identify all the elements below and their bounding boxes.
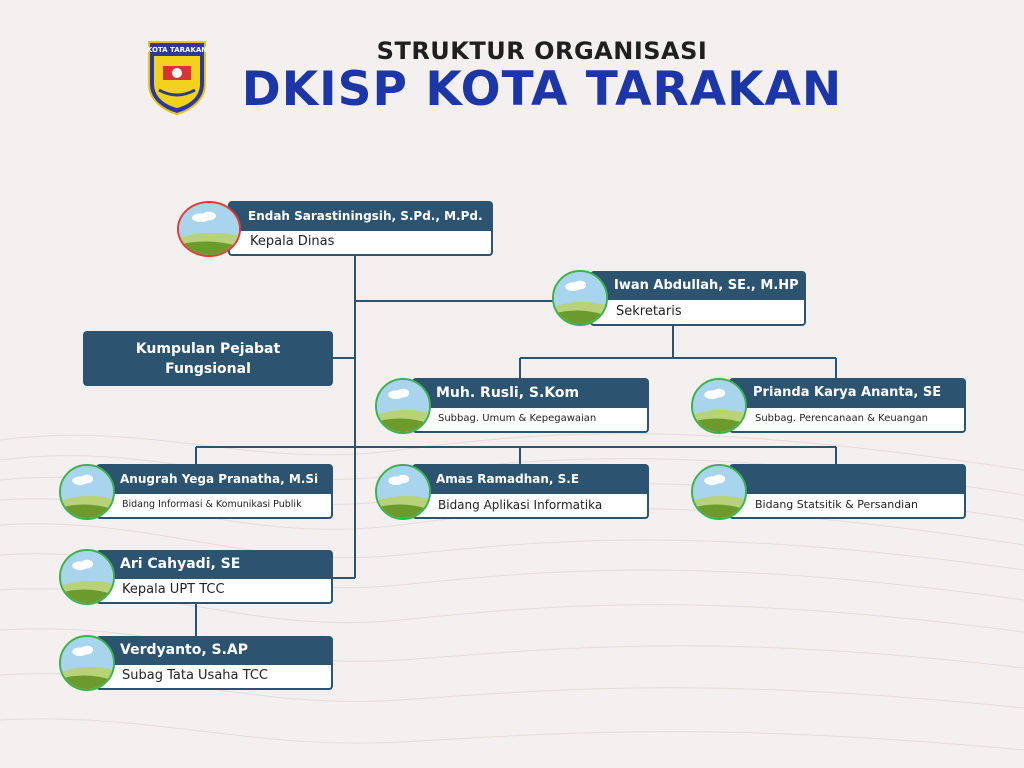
role-subbag-umum: Subbag. Umum & Kepegawaian	[412, 408, 649, 433]
name-bidang-informasi: Anugrah Yega Pranatha, M.Si	[96, 464, 333, 494]
card-kepala-dinas: Endah Sarastiningsih, S.Pd., M.Pd. Kepal…	[228, 201, 493, 256]
name-subag-tu: Verdyanto, S.AP	[96, 636, 333, 665]
name-sekretaris: Iwan Abdullah, SE., M.HP	[590, 271, 806, 300]
photo-subbag-perencanaan	[691, 378, 747, 434]
card-bidang-aplikasi: Amas Ramadhan, S.E Bidang Aplikasi Infor…	[412, 464, 649, 519]
role-kepala-upt: Kepala UPT TCC	[96, 579, 333, 604]
photo-bidang-informasi	[59, 464, 115, 520]
photo-bidang-statistik	[691, 464, 747, 520]
name-kepala-dinas: Endah Sarastiningsih, S.Pd., M.Pd.	[228, 201, 493, 231]
name-subbag-umum: Muh. Rusli, S.Kom	[412, 378, 649, 408]
name-bidang-aplikasi: Amas Ramadhan, S.E	[412, 464, 649, 494]
card-bidang-informasi: Anugrah Yega Pranatha, M.Si Bidang Infor…	[96, 464, 333, 519]
card-sekretaris: Iwan Abdullah, SE., M.HP Sekretaris	[590, 271, 806, 326]
role-sekretaris: Sekretaris	[590, 300, 806, 326]
card-subbag-perencanaan: Prianda Karya Ananta, SE Subbag. Perenca…	[729, 378, 966, 433]
card-subbag-umum: Muh. Rusli, S.Kom Subbag. Umum & Kepegaw…	[412, 378, 649, 433]
logo-text: KOTA TARAKAN	[147, 46, 207, 54]
fungsional-label-line2: Fungsional	[165, 360, 251, 377]
role-bidang-informasi: Bidang Informasi & Komunikasi Publik	[96, 494, 333, 519]
photo-sekretaris	[552, 270, 608, 326]
kota-tarakan-logo: KOTA TARAKAN	[147, 41, 207, 116]
card-subag-tu: Verdyanto, S.AP Subag Tata Usaha TCC	[96, 636, 333, 690]
name-subbag-perencanaan: Prianda Karya Ananta, SE	[729, 378, 966, 408]
page-subtitle: STRUKTUR ORGANISASI	[376, 37, 708, 65]
role-kepala-dinas: Kepala Dinas	[228, 231, 493, 256]
photo-bidang-aplikasi	[375, 464, 431, 520]
name-kepala-upt: Ari Cahyadi, SE	[96, 550, 333, 579]
fungsional-label-line1: Kumpulan Pejabat	[135, 340, 281, 357]
page-title: DKISP KOTA TARAKAN	[241, 62, 843, 117]
name-bidang-statistik	[729, 464, 966, 494]
fungsional-box: Kumpulan Pejabat Fungsional	[83, 331, 333, 386]
role-subbag-perencanaan: Subbag. Perencanaan & Keuangan	[729, 408, 966, 433]
role-bidang-aplikasi: Bidang Aplikasi Informatika	[412, 494, 649, 519]
role-subag-tu: Subag Tata Usaha TCC	[96, 665, 333, 690]
card-bidang-statistik: Bidang Statsitik & Persandian	[729, 464, 966, 519]
photo-kepala-upt	[59, 549, 115, 605]
photo-kepala-dinas	[177, 201, 241, 257]
card-kepala-upt: Ari Cahyadi, SE Kepala UPT TCC	[96, 550, 333, 604]
role-bidang-statistik: Bidang Statsitik & Persandian	[729, 494, 966, 519]
photo-subbag-umum	[375, 378, 431, 434]
photo-subag-tu	[59, 635, 115, 691]
